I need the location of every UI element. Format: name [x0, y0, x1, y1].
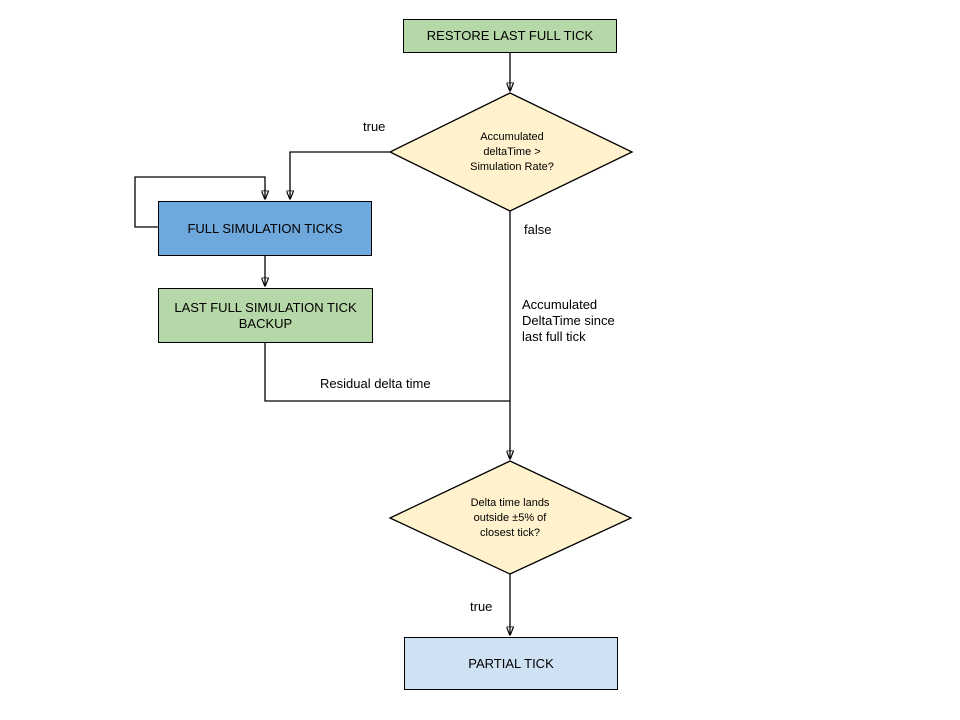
decision-accumulated-deltatime-diamond	[388, 92, 634, 212]
label-true-bottom: true	[470, 599, 493, 614]
label-accumulated-deltatime-since: Accumulated DeltaTime since last full ti…	[522, 297, 615, 345]
accumulated-label-line: last full tick	[522, 329, 586, 344]
edge-full-sim-self-loop	[134, 176, 265, 228]
edge-residual-delta-time	[264, 343, 510, 402]
label-true-top: true	[363, 119, 386, 134]
decision-delta-outside-diamond	[388, 460, 633, 575]
node-restore-last-full-tick: RESTORE LAST FULL TICK	[403, 19, 617, 53]
label-residual-delta-time: Residual delta time	[320, 376, 431, 391]
edge-true-to-full-sim	[290, 151, 391, 199]
label-false: false	[524, 222, 552, 237]
node-full-simulation-ticks: FULL SIMULATION TICKS	[158, 201, 372, 256]
accumulated-label-line: DeltaTime since	[522, 313, 615, 328]
node-last-full-simulation-tick-backup: LAST FULL SIMULATION TICK BACKUP	[158, 288, 373, 343]
node-partial-tick: PARTIAL TICK	[404, 637, 618, 690]
accumulated-label-line: Accumulated	[522, 297, 598, 312]
